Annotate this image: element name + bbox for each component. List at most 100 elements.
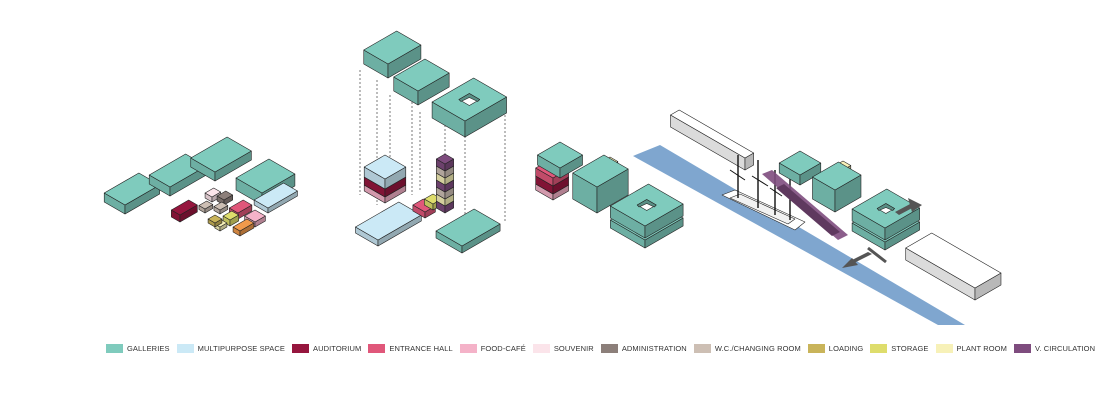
access-arrow-head [842,258,858,268]
block-top-face [393,58,450,92]
gallery-block [537,141,583,179]
legend-label: FOOD-CAFÉ [480,343,526,353]
legend-swatch [459,343,477,353]
block-top-face [103,172,160,206]
block-top-face [232,218,255,232]
gallery-block [572,154,629,214]
block-top-face [213,201,229,211]
multipurpose-block [253,182,298,214]
gallery-courtyard-block [851,188,920,241]
block-top-face [204,187,221,198]
wc-block [198,200,214,214]
legend-swatch [291,343,309,353]
block-top-face [363,154,407,180]
block-top-face [436,153,454,165]
diagram-site-plan [633,109,1002,325]
block-top-face [235,158,296,194]
block-top-face [435,208,501,247]
block-top-face [207,214,223,224]
block-top-face [229,199,253,214]
legend-item-auditorium: AUDITORIUM [291,343,362,353]
block-top-face [572,154,629,188]
wc-block [213,201,229,215]
legend-swatch [693,343,711,353]
legend-item-plant-room: PLANT ROOM [935,343,1007,353]
loading-block [207,214,223,228]
gallery-block [103,172,160,215]
courtyard-inner-wall [876,203,895,211]
storage-block [222,210,239,227]
multipurpose-layer [363,154,407,190]
legend-label: STORAGE [891,343,929,353]
multipurpose-slab [355,201,422,247]
souvenir-block [204,187,221,203]
legend-label: W.C./CHANGING ROOM [714,343,801,353]
orange-block [232,218,255,237]
block-top-face [198,200,214,210]
access-path [867,246,887,264]
ship-yard [729,169,746,181]
legend-item-food-cafe: FOOD-CAFÉ [459,343,526,353]
diagram-exploded-stack [355,30,507,254]
block-top-face [222,210,239,221]
legend-swatch [532,343,550,353]
block-top-face [905,232,1002,289]
block-top-face [216,190,233,201]
block-top-face [171,199,198,216]
auditorium-block [171,199,198,223]
legend-item-administration: ADMINISTRATION [600,343,687,353]
legend-swatch [600,343,618,353]
river [633,145,965,325]
ship-yard [751,175,769,187]
legend-swatch [935,343,953,353]
diagram-assembled-blocks [535,141,684,249]
diagram-dispersed-blocks [103,136,298,237]
legend-swatch [176,343,194,353]
gallery-block [778,150,822,186]
block-top-face [244,209,266,223]
block-top-face [537,141,583,169]
gallery-courtyard-block [610,183,684,239]
legend-label: ENTRANCE HALL [389,343,453,353]
legend-label: V. CIRCULATION [1034,343,1096,353]
block-top-face [253,182,298,209]
quay-building [905,232,1002,301]
block-top-face [812,161,862,191]
legend-item-galleries: GALLERIES [106,343,170,353]
legend-item-loading: LOADING [807,343,864,353]
legend-item-souvenir: SOUVENIR [532,343,594,353]
courtyard-inner-wall [458,93,481,102]
legend-label: ADMINISTRATION [621,343,687,353]
gallery-block [190,136,252,182]
legend-item-wc-changing-room: W.C./CHANGING ROOM [693,343,801,353]
legend-item-multipurpose-space: MULTIPURPOSE SPACE [176,343,285,353]
legend-swatch [368,343,386,353]
gallery-slab [435,208,501,254]
ship-yard [769,187,783,197]
legend-label: LOADING [828,343,864,353]
circulation-ramp [776,184,840,236]
legend-label: SOUVENIR [553,343,594,353]
ship-deck [729,193,796,225]
legend-swatch [807,343,825,353]
legend-item-storage: STORAGE [870,343,929,353]
block-top-face [355,201,422,241]
legend-label: AUDITORIUM [312,343,362,353]
legend-item-v-circulation: V. CIRCULATION [1013,343,1096,353]
tower-layer [436,153,454,172]
legend: GALLERIES MULTIPURPOSE SPACE AUDITORIUM … [106,342,1102,354]
block-top-face [190,136,252,173]
legend-item-entrance-hall: ENTRANCE HALL [368,343,453,353]
gallery-top-block [363,30,422,79]
legend-swatch [106,343,123,353]
entrance-hall-layer [412,198,436,219]
quay-building [670,109,754,171]
courtyard-inner-wall [636,199,657,208]
gallery-courtyard-block [431,77,507,138]
block-top-face [363,30,422,65]
legend-label: GALLERIES [127,343,170,353]
access-arrow-head [908,198,922,212]
block-top-face [670,109,754,159]
block-top-face [778,150,822,176]
